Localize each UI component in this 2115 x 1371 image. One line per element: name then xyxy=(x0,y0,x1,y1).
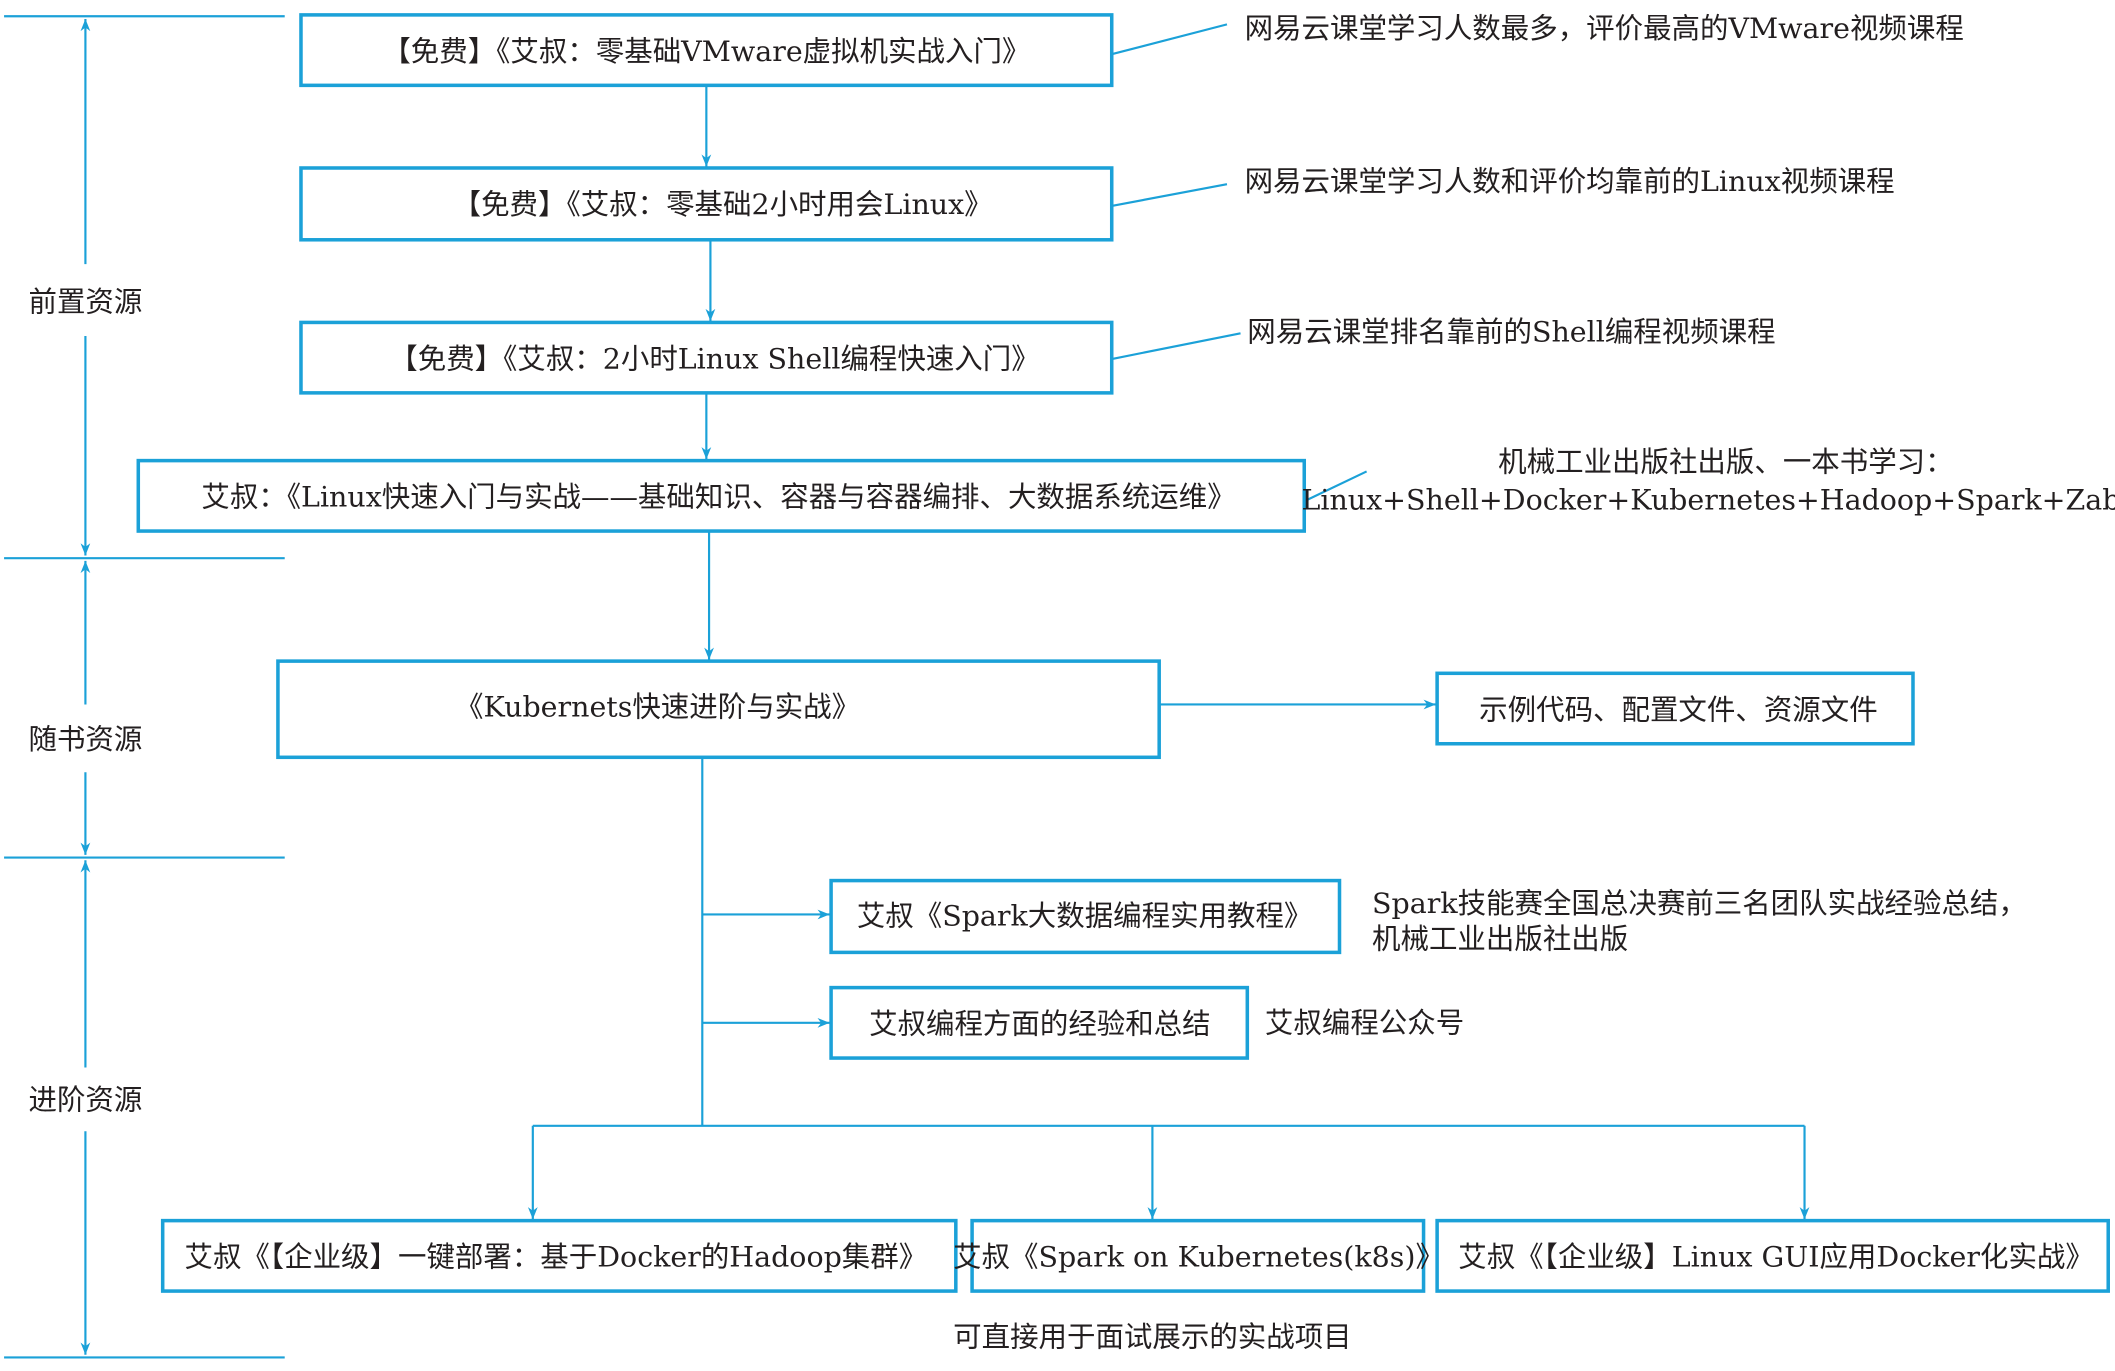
node-label: 艾叔：《Linux快速入门与实战——基础知识、容器与容器编排、大数据系统运维》 xyxy=(201,481,1235,514)
node-label: 《Kubernets快速进阶与实战》 xyxy=(455,691,860,724)
note-projects: 可直接用于面试展示的实战项目 xyxy=(953,1321,1351,1354)
node-label: 示例代码、配置文件、资源文件 xyxy=(1479,693,1877,726)
note-linux-book-line1: 机械工业出版社出版、一本书学习： xyxy=(1498,445,1953,478)
node-spark-k8s[interactable]: 艾叔《Spark on Kubernetes(k8s)》 xyxy=(953,1218,1444,1293)
note-leader xyxy=(1303,470,1368,503)
section-bracket: 前置资源 随书资源 进阶资源 xyxy=(4,15,285,1359)
node-linux2h[interactable]: 【免费】《艾叔：零基础2小时用会Linux》 xyxy=(299,166,1114,242)
connectors xyxy=(527,23,1810,1220)
node-gui-docker[interactable]: 艾叔《【企业级】Linux GUI应用Docker化实战》 xyxy=(1435,1218,2110,1293)
node-resources[interactable]: 示例代码、配置文件、资源文件 xyxy=(1435,671,1915,746)
section-label-book: 随书资源 xyxy=(28,723,142,756)
note-linux2h: 网易云课堂学习人数和评价均靠前的Linux视频课程 xyxy=(1245,165,1895,198)
node-hadoop[interactable]: 艾叔《【企业级】一键部署：基于Docker的Hadoop集群》 xyxy=(160,1218,958,1293)
node-shell[interactable]: 【免费】《艾叔：2小时Linux Shell编程快速入门》 xyxy=(299,320,1114,395)
node-label: 艾叔编程方面的经验和总结 xyxy=(869,1008,1211,1041)
note-shell: 网易云课堂排名靠前的Shell编程视频课程 xyxy=(1247,315,1775,348)
node-linux-book[interactable]: 艾叔：《Linux快速入门与实战——基础知识、容器与容器编排、大数据系统运维》 xyxy=(136,458,1307,533)
note-spark-book-line1: Spark技能赛全国总决赛前三名团队实战经验总结， xyxy=(1372,887,2027,920)
node-spark-book[interactable]: 艾叔《Spark大数据编程实用教程》 xyxy=(829,878,1342,955)
node-label: 【免费】《艾叔：2小时Linux Shell编程快速入门》 xyxy=(389,343,1039,376)
note-linux-book-line2: Linux+Shell+Docker+Kubernetes+Hadoop+Spa… xyxy=(1301,483,2115,516)
node-k8s-book[interactable]: 《Kubernets快速进阶与实战》 xyxy=(276,659,1161,760)
node-label: 艾叔《【企业级】Linux GUI应用Docker化实战》 xyxy=(1458,1241,2094,1274)
note-leader xyxy=(1111,183,1228,207)
node-label: 艾叔《Spark大数据编程实用教程》 xyxy=(857,899,1313,932)
note-vmware: 网易云课堂学习人数最多，评价最高的VMware视频课程 xyxy=(1245,12,1964,45)
note-leader xyxy=(1111,23,1228,56)
note-leader xyxy=(1111,332,1241,361)
node-label: 艾叔《【企业级】一键部署：基于Docker的Hadoop集群》 xyxy=(185,1241,928,1274)
node-vmware[interactable]: 【免费】《艾叔：零基础VMware虚拟机实战入门》 xyxy=(299,13,1114,88)
note-experience: 艾叔编程公众号 xyxy=(1265,1006,1464,1039)
node-label: 艾叔《Spark on Kubernetes(k8s)》 xyxy=(953,1241,1444,1274)
node-label: 【免费】《艾叔：零基础VMware虚拟机实战入门》 xyxy=(382,35,1030,68)
node-label: 【免费】《艾叔：零基础2小时用会Linux》 xyxy=(453,188,993,221)
note-spark-book-line2: 机械工业出版社出版 xyxy=(1372,922,1628,955)
section-label-pre: 前置资源 xyxy=(28,286,142,319)
node-experience[interactable]: 艾叔编程方面的经验和总结 xyxy=(829,985,1250,1060)
section-label-advanced: 进阶资源 xyxy=(28,1084,142,1117)
